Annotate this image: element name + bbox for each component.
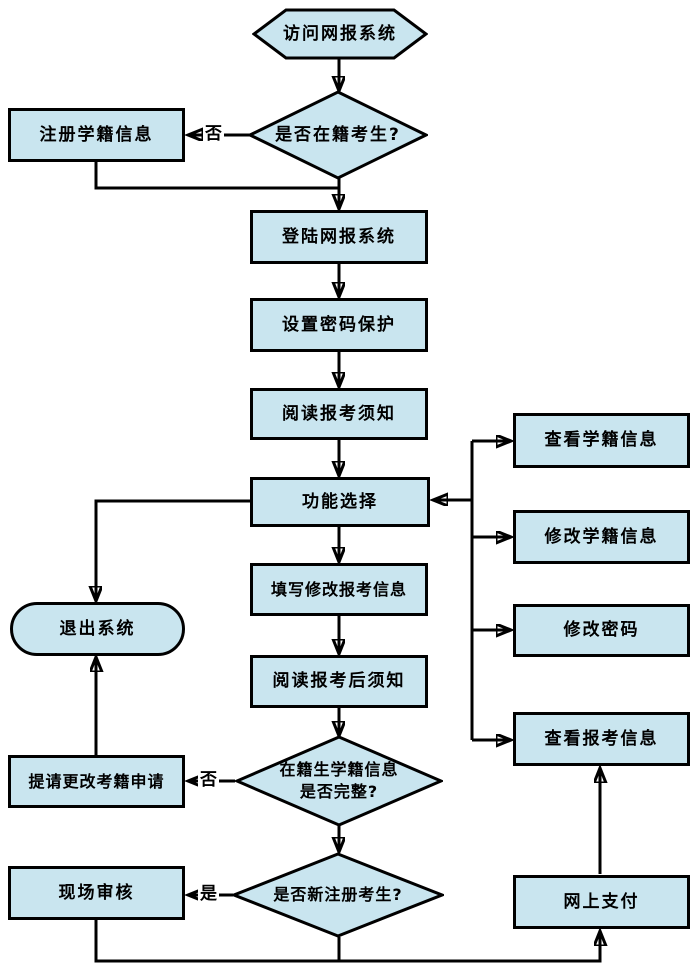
node-modify-student-info-label: 修改学籍信息 xyxy=(544,526,659,547)
node-function-select: 功能选择 xyxy=(250,477,430,527)
node-view-student-info: 查看学籍信息 xyxy=(513,413,690,468)
edge-label-new-yes: 是 xyxy=(198,884,219,904)
node-decision-new: 是否新注册考生? xyxy=(232,852,444,938)
node-decision-new-label: 是否新注册考生? xyxy=(273,885,403,905)
node-request-change: 提请更改考籍申请 xyxy=(8,755,185,808)
node-decision-enrolled-label: 是否在籍考生? xyxy=(275,124,401,145)
node-exit-system-label: 退出系统 xyxy=(59,618,136,639)
hexagon-shape xyxy=(252,8,428,60)
node-online-payment: 网上支付 xyxy=(513,875,690,929)
node-onsite-review: 现场审核 xyxy=(8,866,185,920)
node-set-password-label: 设置密码保护 xyxy=(282,314,396,335)
node-read-notice-label: 阅读报考须知 xyxy=(282,403,396,424)
node-start: 访问网报系统 xyxy=(252,8,428,60)
node-start-label: 访问网报系统 xyxy=(283,23,397,44)
node-read-notice: 阅读报考须知 xyxy=(250,388,428,440)
node-register-info-label: 注册学籍信息 xyxy=(39,124,154,145)
node-view-exam-info: 查看报考信息 xyxy=(513,712,690,766)
diamond-shape xyxy=(248,90,428,180)
edge-label-complete-no: 否 xyxy=(198,770,219,790)
node-decision-complete-label: 在籍生学籍信息 是否完整? xyxy=(279,760,399,801)
node-modify-student-info: 修改学籍信息 xyxy=(513,510,690,564)
node-read-post-notice-label: 阅读报考后须知 xyxy=(272,671,406,692)
node-change-password-label: 修改密码 xyxy=(563,620,640,641)
node-register-info: 注册学籍信息 xyxy=(8,108,185,162)
node-fill-modify-info: 填写修改报考信息 xyxy=(250,563,428,616)
node-request-change-label: 提请更改考籍申请 xyxy=(28,771,165,791)
node-decision-enrolled: 是否在籍考生? xyxy=(248,90,428,180)
node-decision-complete: 在籍生学籍信息 是否完整? xyxy=(235,735,443,827)
node-online-payment-label: 网上支付 xyxy=(563,891,640,912)
diamond-shape xyxy=(232,852,444,938)
node-onsite-review-label: 现场审核 xyxy=(58,882,135,903)
node-function-select-label: 功能选择 xyxy=(302,491,378,512)
diamond-shape xyxy=(235,735,443,827)
node-read-post-notice: 阅读报考后须知 xyxy=(250,655,428,708)
node-change-password: 修改密码 xyxy=(513,604,690,657)
edge-label-enrolled-no: 否 xyxy=(203,124,224,144)
node-login: 登陆网报系统 xyxy=(250,210,428,264)
node-view-exam-info-label: 查看报考信息 xyxy=(544,728,659,749)
node-exit-system: 退出系统 xyxy=(10,602,185,656)
node-fill-modify-info-label: 填写修改报考信息 xyxy=(270,579,407,599)
node-login-label: 登陆网报系统 xyxy=(282,226,396,247)
node-view-student-info-label: 查看学籍信息 xyxy=(544,430,659,451)
node-set-password: 设置密码保护 xyxy=(250,298,428,352)
